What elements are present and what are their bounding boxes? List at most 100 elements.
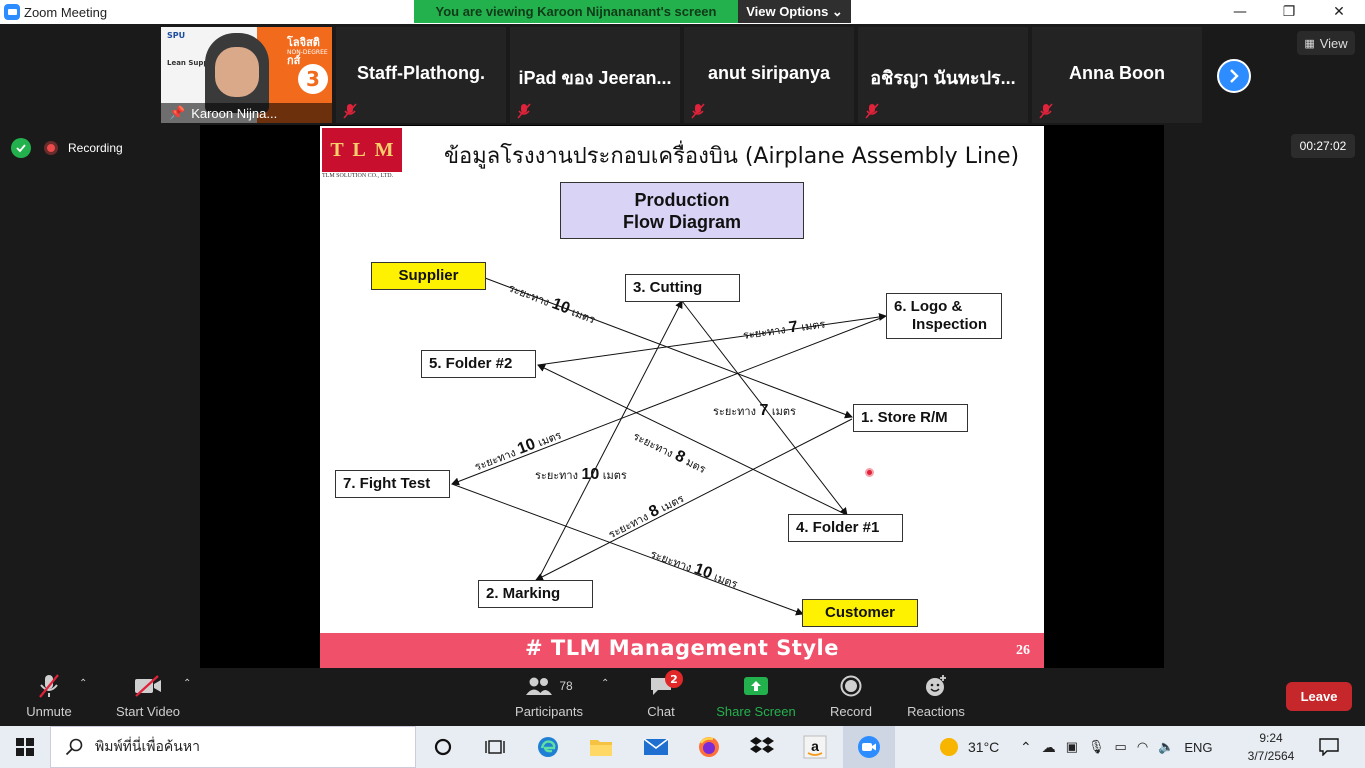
zoom-taskbar-icon[interactable] <box>843 726 895 768</box>
windows-start-button[interactable] <box>0 726 50 768</box>
muted-mic-icon <box>865 103 879 119</box>
leave-button[interactable]: Leave <box>1286 682 1352 711</box>
node-store-rm: 1. Store R/M <box>853 404 968 432</box>
tlm-logo: T L M TLM SOLUTION CO., LTD. <box>320 126 404 181</box>
node-folder-1: 4. Folder #1 <box>788 514 903 542</box>
start-video-label: Start Video <box>115 704 181 719</box>
slide-footer: # TLM Management Style 26 <box>320 633 1044 668</box>
muted-mic-icon <box>343 103 357 119</box>
windows-taskbar: พิมพ์ที่นี่เพื่อค้นหา a 31°C ⌃ ☁ ▣ 🎙 ▭ ◠… <box>0 726 1365 768</box>
maximize-button[interactable]: ❐ <box>1282 4 1296 20</box>
firefox-icon[interactable] <box>683 726 735 768</box>
clock-date: 3/7/2564 <box>1247 749 1295 763</box>
video-options-caret-icon[interactable]: ⌃ <box>183 678 192 689</box>
speaker-icon[interactable]: 🔈 <box>1158 739 1175 754</box>
close-button[interactable]: ✕ <box>1333 4 1345 20</box>
start-video-button[interactable]: Start Video <box>112 668 184 726</box>
pin-icon: 📌 <box>169 105 186 120</box>
file-explorer-icon[interactable] <box>575 726 627 768</box>
audio-options-caret-icon[interactable]: ⌃ <box>79 678 88 689</box>
participant-tile-2[interactable]: iPad ของ Jeeran... <box>510 27 680 123</box>
arrow-supplier-to-store <box>484 277 853 419</box>
participants-label: Participants <box>515 704 583 719</box>
participants-options-caret-icon[interactable]: ⌃ <box>601 678 610 689</box>
participant-tile-name: อชิรญา นันทะปร... <box>870 68 1016 88</box>
arrow-folder2-to-logo <box>537 313 887 366</box>
presentation-slide: T L M TLM SOLUTION CO., LTD. ข้อมูลโรงงา… <box>320 126 1044 668</box>
arrow-store-to-marking <box>535 418 853 581</box>
participant-tile-1[interactable]: Staff-Plathong. <box>336 27 506 123</box>
record-button[interactable]: Record <box>826 668 876 726</box>
participant-tile-4[interactable]: อชิรญา นันทะปร... <box>858 27 1028 123</box>
unmute-button[interactable]: Unmute <box>20 668 78 726</box>
flow-arrows <box>451 277 887 616</box>
participant-video-karoon[interactable]: SPU Lean Supp Transform โลจิสติกส์ NON-D… <box>161 27 332 123</box>
video-subheading-text: NON-DEGREE <box>287 49 328 56</box>
node-cutting: 3. Cutting <box>625 274 740 302</box>
battery-icon[interactable]: ▭ <box>1114 739 1127 754</box>
minimize-button[interactable]: — <box>1233 4 1247 20</box>
device-icon[interactable]: ▣ <box>1065 739 1079 754</box>
share-screen-button[interactable]: Share Screen <box>714 668 798 726</box>
participant-tile-name: iPad ของ Jeeran... <box>518 68 672 88</box>
viewing-screen-label: You are viewing Karoon Nijnananant's scr… <box>414 0 738 23</box>
reactions-label: Reactions <box>907 704 965 719</box>
logo-company-name: TLM SOLUTION CO., LTD. <box>322 173 394 179</box>
recording-dot-icon <box>44 141 58 155</box>
edge-browser-icon[interactable] <box>522 726 574 768</box>
participant-tile-name: Anna Boon <box>1069 63 1165 83</box>
dropbox-icon[interactable] <box>736 726 788 768</box>
participants-count: 78 <box>559 679 573 693</box>
participant-tile-3[interactable]: anut siripanya <box>684 27 854 123</box>
reactions-smiley-icon <box>926 675 946 696</box>
muted-mic-icon <box>691 103 705 119</box>
muted-mic-icon <box>517 103 531 119</box>
view-options-button[interactable]: View Options ⌄ <box>738 0 851 23</box>
security-shield-icon[interactable] <box>11 138 31 158</box>
diagram-title-box: Production Flow Diagram <box>560 182 804 239</box>
amazon-icon[interactable]: a <box>789 726 841 768</box>
system-tray: ⌃ ☁ ▣ 🎙 ▭ ◠ 🔈 ENG <box>1020 726 1213 768</box>
arrow-folder1-to-folder2 <box>537 364 848 516</box>
grid-icon: ▦ <box>1304 37 1315 50</box>
distance-label: ระยะทาง 7 เมตร <box>713 402 796 419</box>
taskbar-search-box[interactable]: พิมพ์ที่นี่เพื่อค้นหา <box>50 726 416 768</box>
weather-widget[interactable]: 31°C <box>940 726 999 768</box>
arrow-fighttest-to-customer <box>451 483 804 616</box>
cortana-icon[interactable] <box>417 726 469 768</box>
arrow-marking-to-cutting <box>537 300 683 581</box>
participant-tile-5[interactable]: Anna Boon <box>1032 27 1202 123</box>
video-off-icon <box>135 675 161 697</box>
chat-unread-badge: 2 <box>665 670 683 688</box>
participant-name-label: 📌 Karoon Nijna... <box>161 103 332 123</box>
wifi-icon[interactable]: ◠ <box>1136 739 1149 754</box>
logo-letter: L <box>352 138 366 161</box>
microphone-icon[interactable]: 🎙 <box>1088 739 1105 754</box>
logo-letter: T <box>330 138 344 161</box>
muted-microphone-icon <box>39 674 59 698</box>
zoom-app-icon <box>4 4 20 20</box>
record-icon <box>840 675 862 697</box>
taskbar-clock[interactable]: 9:24 3/7/2564 <box>1238 729 1304 765</box>
task-view-icon[interactable] <box>469 726 521 768</box>
reactions-button[interactable]: Reactions <box>904 668 968 726</box>
view-layout-button[interactable]: ▦ View <box>1297 31 1355 55</box>
participant-tile-name: Staff-Plathong. <box>357 63 485 83</box>
diagram-title-line: Production <box>634 190 730 210</box>
cloud-icon[interactable]: ☁ <box>1041 738 1056 755</box>
view-label: View <box>1319 35 1348 51</box>
window-title: Zoom Meeting <box>24 4 108 20</box>
share-screen-label: Share Screen <box>716 704 796 719</box>
participants-button[interactable]: 78 Participants <box>512 668 586 726</box>
recording-indicator[interactable]: Recording <box>44 138 123 158</box>
next-page-arrow-icon[interactable] <box>1217 59 1251 93</box>
record-label: Record <box>830 704 872 719</box>
mail-icon[interactable] <box>630 726 682 768</box>
notifications-icon[interactable] <box>1304 726 1354 768</box>
arrow-logo-to-fighttest <box>451 315 887 486</box>
slide-page-number: 26 <box>1016 643 1030 658</box>
chevron-up-icon[interactable]: ⌃ <box>1020 738 1032 755</box>
meeting-control-bar: Unmute ⌃ Start Video ⌃ 78 Participants ⌃… <box>0 668 1365 726</box>
language-indicator[interactable]: ENG <box>1184 739 1213 755</box>
